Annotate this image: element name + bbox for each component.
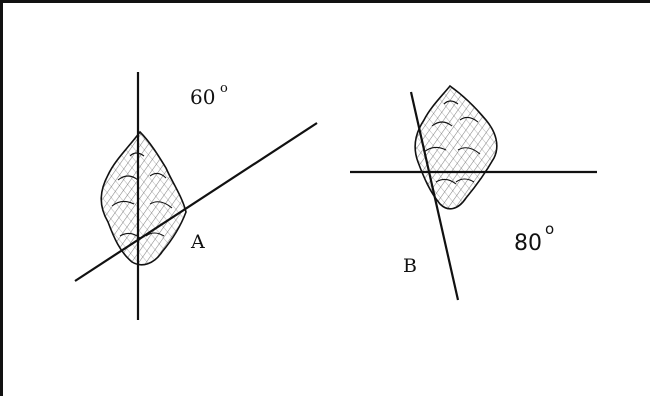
angle-degree-a: o: [220, 81, 228, 96]
panel-b: 80 o B: [350, 84, 597, 301]
axis-line-oblique-a: [74, 122, 318, 282]
stone-tool-illustration-b: [414, 84, 498, 210]
stone-tool-illustration-a: [100, 130, 187, 266]
axis-line-oblique-b: [409, 91, 460, 301]
point-label-b: B: [403, 255, 417, 277]
panel-a: 60 o A: [74, 72, 318, 320]
point-label-a: A: [190, 231, 205, 253]
angle-label-a: 60: [190, 85, 215, 109]
angle-degree-b: o: [545, 220, 554, 238]
angle-label-b: 80: [514, 231, 542, 256]
